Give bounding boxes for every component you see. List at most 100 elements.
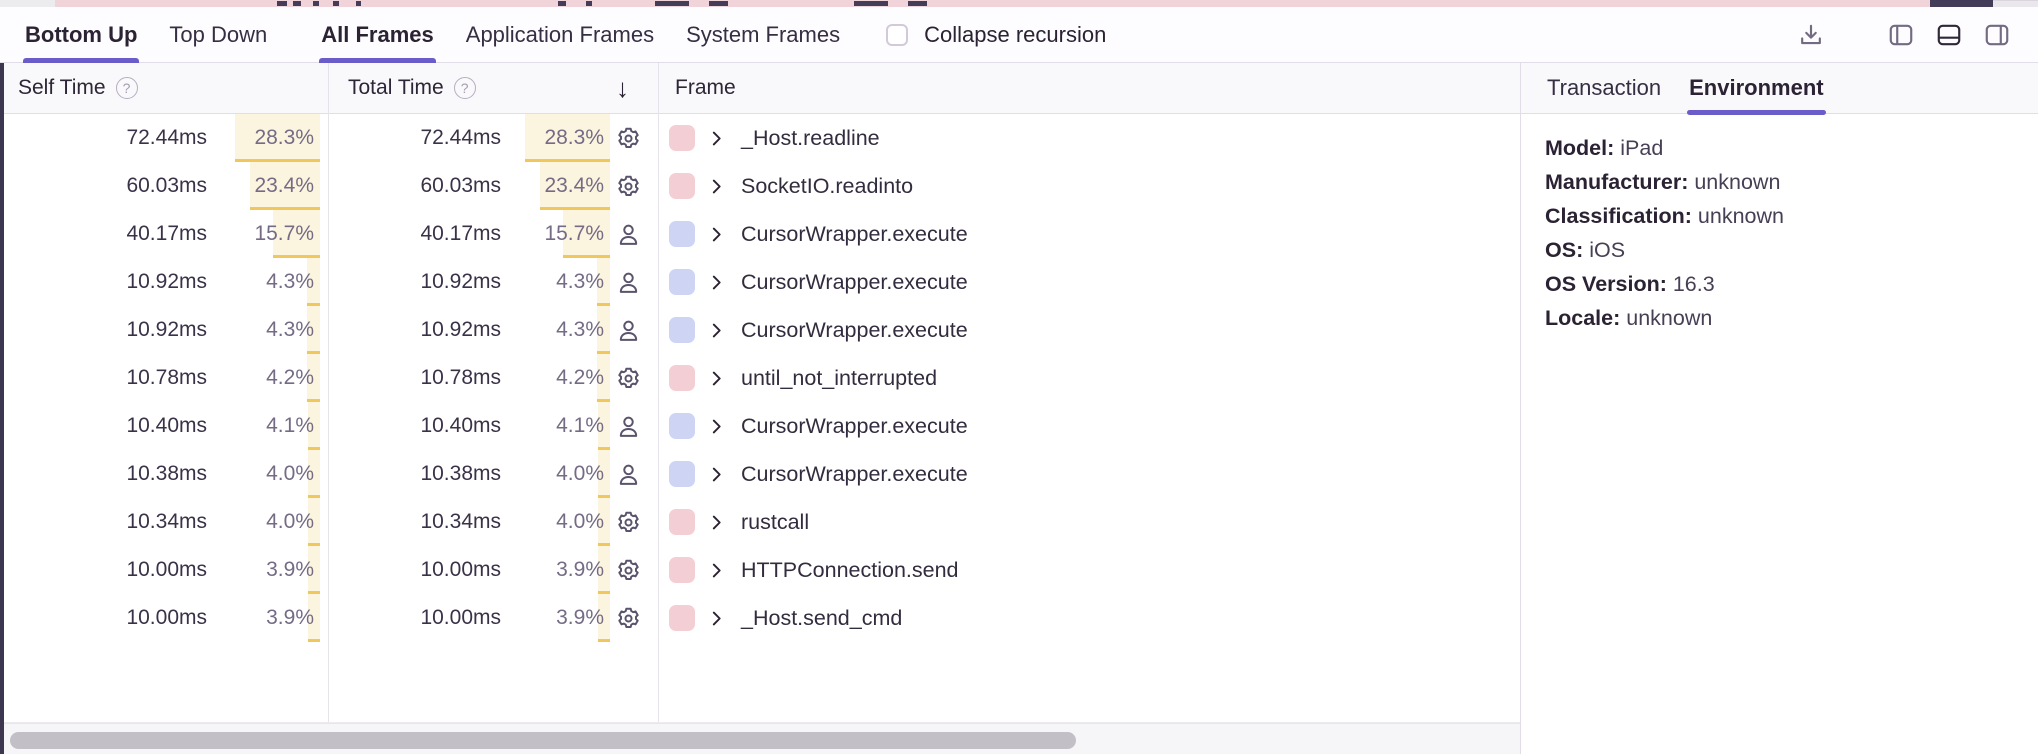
chevron-right-icon[interactable] bbox=[710, 227, 724, 247]
chevron-right-icon[interactable] bbox=[710, 275, 724, 295]
panel-left-icon[interactable] bbox=[1886, 20, 1916, 50]
application-frame-user-icon[interactable] bbox=[614, 412, 642, 440]
frame-color-swatch bbox=[669, 125, 695, 151]
view-tab-group: Bottom Up Top Down bbox=[9, 7, 283, 63]
self-time-percent-bar bbox=[308, 498, 320, 546]
frame-color-swatch bbox=[669, 365, 695, 391]
total-time-value: 60.03ms bbox=[420, 174, 501, 197]
application-frame-user-icon[interactable] bbox=[614, 268, 642, 296]
horizontal-scrollbar[interactable] bbox=[4, 723, 1520, 754]
tab-system-frames[interactable]: System Frames bbox=[684, 7, 842, 63]
chevron-right-icon[interactable] bbox=[710, 323, 724, 343]
total-time-percent: 4.2% bbox=[556, 366, 604, 389]
chevron-right-icon[interactable] bbox=[710, 371, 724, 391]
self-time-percent: 28.3% bbox=[254, 126, 314, 149]
collapse-recursion-toggle[interactable]: Collapse recursion bbox=[886, 22, 1106, 48]
panel-bottom-icon[interactable] bbox=[1934, 20, 1964, 50]
total-time-percent: 23.4% bbox=[544, 174, 604, 197]
scrollbar-thumb[interactable] bbox=[10, 732, 1076, 749]
total-time-value: 10.40ms bbox=[420, 414, 501, 437]
self-time-value: 10.92ms bbox=[126, 270, 207, 293]
table-row[interactable]: 10.34ms 4.0% 10.34ms 4.0% rustcall bbox=[4, 498, 1520, 546]
total-time-percent-bar bbox=[598, 498, 610, 546]
total-time-percent-bar bbox=[598, 546, 610, 594]
frame-name: CursorWrapper.execute bbox=[741, 414, 968, 438]
tab-all-frames[interactable]: All Frames bbox=[319, 7, 436, 63]
environment-detail-manufacturer: Manufacturer: unknown bbox=[1545, 170, 1781, 194]
environment-detail-model: Model: iPad bbox=[1545, 136, 1664, 160]
table-row[interactable]: 10.92ms 4.3% 10.92ms 4.3% CursorWrapper.… bbox=[4, 258, 1520, 306]
total-time-header[interactable]: Total Time ? bbox=[348, 63, 476, 113]
total-time-percent: 15.7% bbox=[544, 222, 604, 245]
frame-color-swatch bbox=[669, 605, 695, 631]
help-icon[interactable]: ? bbox=[453, 77, 476, 99]
help-icon[interactable]: ? bbox=[115, 77, 138, 99]
total-time-percent: 4.3% bbox=[556, 318, 604, 341]
chevron-right-icon[interactable] bbox=[710, 179, 724, 199]
application-frame-user-icon[interactable] bbox=[614, 316, 642, 344]
frame-name: CursorWrapper.execute bbox=[741, 462, 968, 486]
chevron-right-icon[interactable] bbox=[710, 419, 724, 439]
chevron-right-icon[interactable] bbox=[710, 611, 724, 631]
total-time-value: 10.00ms bbox=[420, 606, 501, 629]
total-time-value: 72.44ms bbox=[420, 126, 501, 149]
frame-color-swatch bbox=[669, 557, 695, 583]
chevron-right-icon[interactable] bbox=[710, 563, 724, 583]
column-divider bbox=[658, 63, 659, 723]
system-frame-gear-icon[interactable] bbox=[614, 364, 642, 392]
minimap-mark bbox=[277, 1, 287, 6]
self-time-percent-bar bbox=[308, 450, 320, 498]
chevron-right-icon[interactable] bbox=[710, 131, 724, 151]
total-time-percent: 4.1% bbox=[556, 414, 604, 437]
frame-color-swatch bbox=[669, 413, 695, 439]
frame-name: rustcall bbox=[741, 510, 810, 534]
total-time-value: 10.92ms bbox=[420, 318, 501, 341]
table-row[interactable]: 10.00ms 3.9% 10.00ms 3.9% _Host.send_cmd bbox=[4, 594, 1520, 642]
total-time-percent: 4.3% bbox=[556, 270, 604, 293]
tab-application-frames[interactable]: Application Frames bbox=[464, 7, 656, 63]
system-frame-gear-icon[interactable] bbox=[614, 172, 642, 200]
minimap-strip[interactable] bbox=[0, 0, 2038, 7]
minimap-mark bbox=[558, 1, 566, 6]
frames-table: Self Time ? Total Time ? ↓ Frame 72.44ms… bbox=[4, 63, 1520, 723]
chevron-right-icon[interactable] bbox=[710, 515, 724, 535]
chevron-right-icon[interactable] bbox=[710, 467, 724, 487]
tab-bottom-up[interactable]: Bottom Up bbox=[23, 7, 140, 63]
system-frame-gear-icon[interactable] bbox=[614, 508, 642, 536]
environment-detail-os: OS: iOS bbox=[1545, 238, 1626, 262]
tab-top-down[interactable]: Top Down bbox=[167, 7, 269, 63]
table-row[interactable]: 10.92ms 4.3% 10.92ms 4.3% CursorWrapper.… bbox=[4, 306, 1520, 354]
self-time-percent-bar bbox=[250, 162, 320, 210]
table-row[interactable]: 72.44ms 28.3% 72.44ms 28.3% _Host.readli… bbox=[4, 114, 1520, 162]
total-time-percent-bar bbox=[563, 210, 610, 258]
system-frame-gear-icon[interactable] bbox=[614, 604, 642, 632]
table-row[interactable]: 10.40ms 4.1% 10.40ms 4.1% CursorWrapper.… bbox=[4, 402, 1520, 450]
table-row[interactable]: 10.78ms 4.2% 10.78ms 4.2% until_not_inte… bbox=[4, 354, 1520, 402]
self-time-value: 10.00ms bbox=[126, 606, 207, 629]
self-time-percent-bar bbox=[308, 594, 320, 642]
minimap-mark bbox=[586, 1, 592, 6]
total-time-percent-bar bbox=[598, 402, 610, 450]
panel-tab-transaction[interactable]: Transaction bbox=[1545, 63, 1663, 114]
application-frame-user-icon[interactable] bbox=[614, 460, 642, 488]
total-time-percent-bar bbox=[540, 162, 610, 210]
self-time-percent-bar bbox=[307, 354, 320, 402]
table-row[interactable]: 60.03ms 23.4% 60.03ms 23.4% SocketIO.rea… bbox=[4, 162, 1520, 210]
table-row[interactable]: 40.17ms 15.7% 40.17ms 15.7% CursorWrappe… bbox=[4, 210, 1520, 258]
panel-tab-environment[interactable]: Environment bbox=[1687, 63, 1827, 115]
self-time-value: 10.78ms bbox=[126, 366, 207, 389]
collapse-recursion-checkbox[interactable] bbox=[886, 23, 909, 46]
system-frame-gear-icon[interactable] bbox=[614, 556, 642, 584]
download-icon[interactable] bbox=[1796, 20, 1826, 50]
self-time-percent: 15.7% bbox=[254, 222, 314, 245]
panel-right-icon[interactable] bbox=[1982, 20, 2012, 50]
system-frame-gear-icon[interactable] bbox=[614, 124, 642, 152]
application-frame-user-icon[interactable] bbox=[614, 220, 642, 248]
minimap-mark bbox=[854, 1, 888, 6]
self-time-header[interactable]: Self Time ? bbox=[18, 63, 138, 113]
sort-descending-icon[interactable]: ↓ bbox=[616, 72, 629, 103]
table-row[interactable]: 10.00ms 3.9% 10.00ms 3.9% HTTPConnection… bbox=[4, 546, 1520, 594]
self-time-percent: 23.4% bbox=[254, 174, 314, 197]
details-panel-tabs: Transaction Environment bbox=[1521, 63, 2038, 115]
table-row[interactable]: 10.38ms 4.0% 10.38ms 4.0% CursorWrapper.… bbox=[4, 450, 1520, 498]
